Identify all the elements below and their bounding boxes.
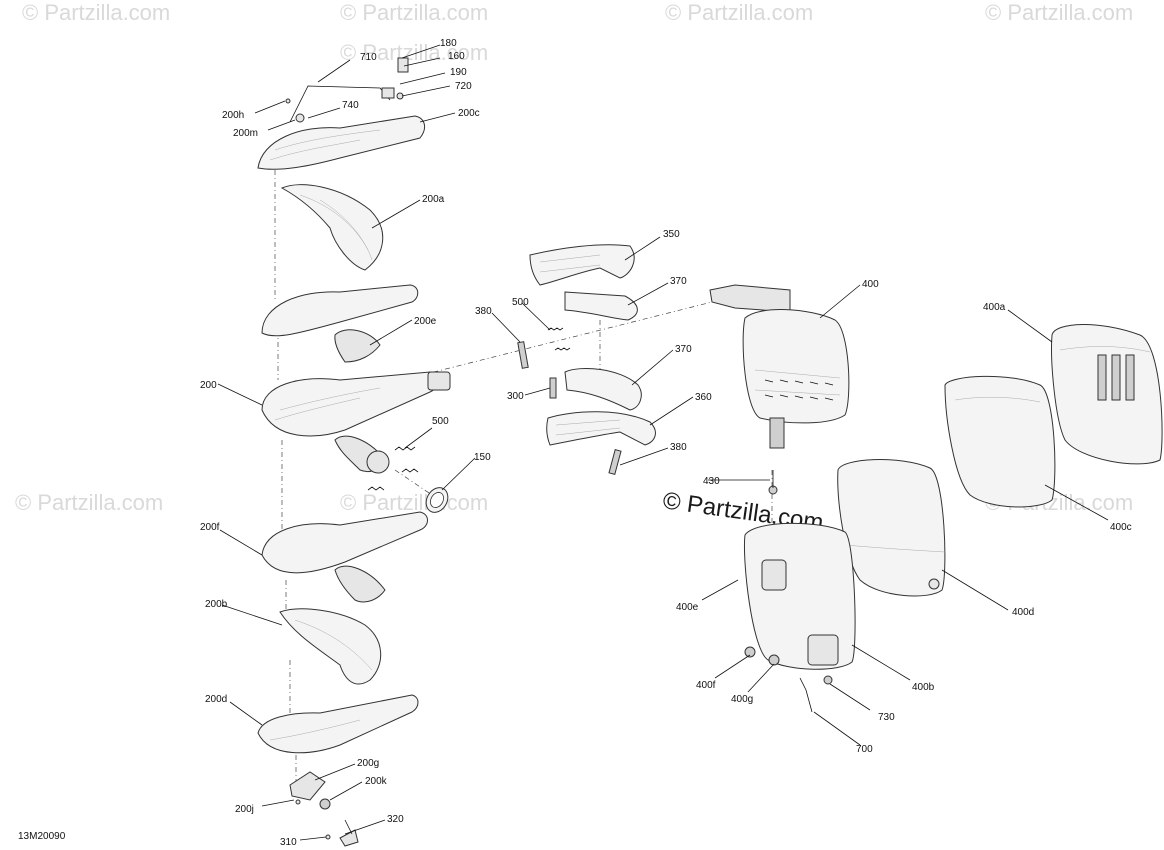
callout-leaders: [217, 44, 1109, 841]
callout-200g: 200g: [357, 758, 379, 769]
callout-360: 360: [695, 392, 712, 403]
callout-400: 400: [862, 279, 879, 290]
watermark: © Partzilla.com: [340, 0, 488, 25]
callout-200a: 200a: [422, 194, 445, 205]
callout-200j: 200j: [235, 804, 254, 815]
callout-700: 700: [856, 744, 873, 755]
callout-710: 710: [360, 52, 377, 63]
callout-500: 500: [512, 297, 529, 308]
callout-200f: 200f: [200, 522, 220, 533]
callout-400f: 400f: [696, 680, 716, 691]
watermark: © Partzilla.com: [15, 490, 163, 515]
callout-200: 200: [200, 380, 217, 391]
callout-500: 500: [432, 416, 449, 427]
callout-370: 370: [670, 276, 687, 287]
connector-190: [381, 87, 395, 99]
callout-720: 720: [455, 81, 472, 92]
callout-400c: 400c: [1110, 522, 1132, 533]
callout-730: 730: [878, 712, 895, 723]
callout-160: 160: [448, 51, 465, 62]
part-200b-shield: [279, 608, 382, 685]
part-200d-bottom-shield: [257, 694, 419, 754]
callout-180: 180: [440, 38, 457, 49]
callout-380: 380: [475, 306, 492, 317]
callout-350: 350: [663, 229, 680, 240]
callout-310: 310: [280, 837, 297, 848]
callout-400e: 400e: [676, 602, 699, 613]
callout-150: 150: [474, 452, 491, 463]
part-400b-body: [744, 470, 856, 713]
callout-370: 370: [675, 344, 692, 355]
part-200-muffler-pipe: [261, 371, 451, 474]
callout-200h: 200h: [222, 110, 244, 121]
watermark: © Partzilla.com: [22, 0, 170, 25]
part-500-springs: [367, 446, 419, 491]
part-400-silencer: [709, 284, 850, 449]
part-bracket-assembly: [289, 771, 359, 847]
part-200e-heat-shield: [261, 284, 419, 363]
callout-300: 300: [507, 391, 524, 402]
watermark: © Partzilla.com: [340, 40, 488, 65]
callout-320: 320: [387, 814, 404, 825]
part-200a-heat-shield: [280, 184, 384, 271]
callout-200m: 200m: [233, 128, 258, 139]
callout-400b: 400b: [912, 682, 935, 693]
part-400a-end-cap: [1051, 324, 1163, 465]
part-200c-top-cover: [257, 57, 426, 170]
watermark: © Partzilla.com: [340, 490, 488, 515]
callout-200k: 200k: [365, 776, 388, 787]
part-middle-pipes: [517, 244, 656, 475]
callout-200d: 200d: [205, 694, 227, 705]
part-200f-shield: [261, 511, 428, 603]
watermark: © Partzilla.com: [665, 0, 813, 25]
callout-400d: 400d: [1012, 607, 1034, 618]
callout-labels: 710 180 160 190 720 740 200h 200m 200c 2…: [200, 38, 1132, 848]
callout-430: 430: [703, 476, 720, 487]
callout-400g: 400g: [731, 694, 753, 705]
assembly-lines: [274, 170, 773, 790]
callout-200e: 200e: [414, 316, 437, 327]
drawing-number: 13M20090: [18, 831, 66, 842]
callout-190: 190: [450, 67, 467, 78]
watermark: © Partzilla.com: [985, 0, 1133, 25]
callout-200b: 200b: [205, 599, 228, 610]
callout-200c: 200c: [458, 108, 480, 119]
callout-380: 380: [670, 442, 687, 453]
part-400c-shell: [944, 375, 1056, 508]
connector-180: [397, 57, 409, 73]
callout-400a: 400a: [983, 302, 1006, 313]
callout-740: 740: [342, 100, 359, 111]
